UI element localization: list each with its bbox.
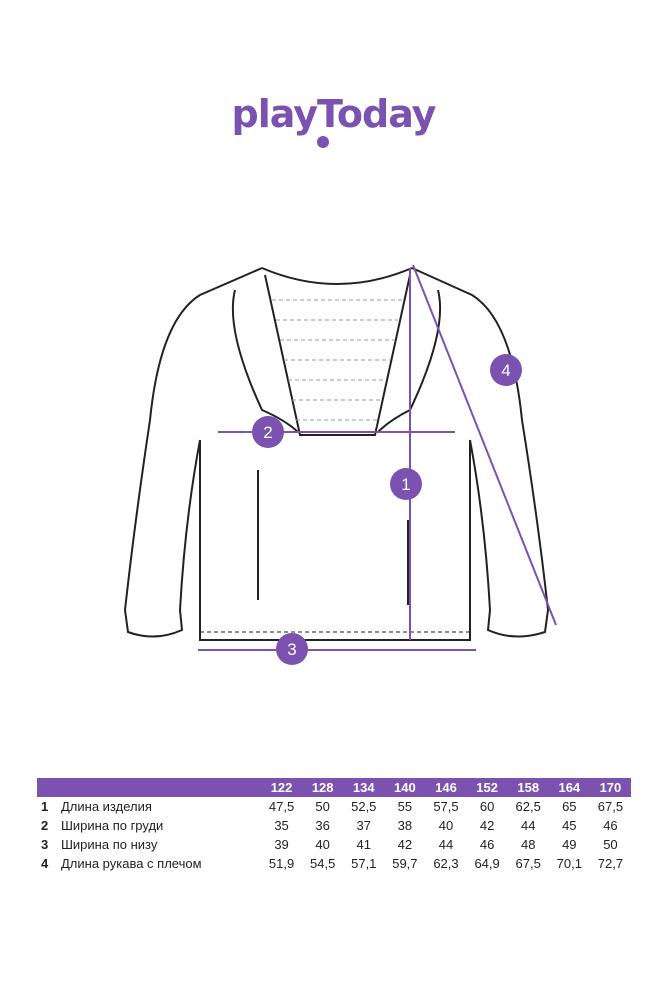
row-number: 4	[41, 856, 49, 871]
table-cell: 36	[315, 818, 330, 833]
table-row: 1 Длина изделия 47,5 50 52,5 55 57,5 60 62,5 65 67…	[37, 797, 631, 816]
measure-line-4	[412, 264, 557, 626]
marker-1	[390, 468, 422, 500]
table-cell: 62,3	[433, 856, 459, 871]
marker-3	[276, 633, 308, 665]
marker-label-1: 1	[401, 475, 410, 494]
table-cell: 46	[479, 837, 495, 852]
size-header: 134	[352, 780, 375, 795]
table-row: 3 Ширина по низу 39 40 41 42 44 46 48 49 50	[37, 835, 631, 854]
table-cell: 62,5	[515, 799, 541, 814]
brand-logo: playToday	[231, 92, 437, 136]
table-cell: 51,9	[268, 856, 295, 871]
row-label: Длина изделия	[61, 799, 152, 814]
table-cell: 44	[520, 818, 536, 833]
size-header: 158	[517, 780, 540, 795]
table-cell: 60	[479, 799, 495, 814]
table-cell: 40	[438, 818, 454, 833]
table-cell: 37	[356, 818, 371, 833]
table-cell: 50	[315, 799, 330, 814]
marker-label-2: 2	[263, 423, 272, 442]
table-row: 4 Длина рукава с плечом 51,9 54,5 57,1 59,7 62…	[37, 854, 631, 873]
table-row: 2 Ширина по груди 35 36 37 38 40 42 44 45 46	[37, 816, 631, 835]
measure-markers	[252, 354, 522, 665]
blouse-outline	[123, 267, 550, 641]
table-cell: 35	[274, 818, 289, 833]
table-cell: 42	[397, 837, 413, 852]
size-header: 164	[558, 780, 581, 795]
table-cell: 67,5	[597, 799, 624, 814]
size-header: 146	[435, 780, 457, 795]
table-cell: 38	[397, 818, 413, 833]
table-cell: 65	[562, 799, 577, 814]
header-spacer	[37, 778, 261, 797]
table-cell: 40	[315, 837, 330, 852]
logo-dot	[317, 136, 329, 148]
row-label: Ширина по низу	[61, 837, 158, 852]
table-cell: 57,5	[433, 799, 459, 814]
table-cell: 50	[603, 837, 618, 852]
row-label: Ширина по груди	[61, 818, 164, 833]
size-header: 128	[311, 780, 334, 795]
table-cell: 47,5	[268, 799, 295, 814]
size-header: 122	[270, 780, 293, 795]
size-header-row: 122 128 134 140 146 152 158 164 170	[37, 778, 631, 797]
table-cell: 45	[562, 818, 577, 833]
measurement-lines	[198, 264, 557, 651]
table-cell: 67,5	[515, 856, 541, 871]
table-cell: 70,1	[556, 856, 582, 871]
size-header: 170	[599, 780, 622, 795]
marker-label-3: 3	[287, 640, 296, 659]
size-header: 140	[394, 780, 416, 795]
table-cell: 55	[397, 799, 413, 814]
row-number: 3	[41, 837, 49, 852]
table-cell: 49	[562, 837, 577, 852]
table-cell: 52,5	[351, 799, 377, 814]
table-cell: 48	[520, 837, 536, 852]
bib-stitching	[272, 299, 402, 421]
table-cell: 72,7	[597, 856, 624, 871]
table-cell: 42	[479, 818, 495, 833]
garment-diagram: 1 2 3 4	[123, 264, 557, 665]
table-cell: 39	[274, 837, 289, 852]
marker-4	[490, 354, 522, 386]
table-cell: 57,1	[351, 856, 377, 871]
size-header: 152	[476, 780, 498, 795]
table-cell: 59,7	[392, 856, 418, 871]
table-cell: 54,5	[310, 856, 336, 871]
table-cell: 44	[438, 837, 454, 852]
row-number: 2	[41, 818, 49, 833]
table-cell: 41	[356, 837, 371, 852]
marker-label-4: 4	[501, 361, 510, 380]
table-cell: 46	[603, 818, 618, 833]
marker-2	[252, 416, 284, 448]
table-cell: 64,9	[474, 856, 500, 871]
row-number: 1	[41, 799, 49, 814]
row-label: Длина рукава с плечом	[61, 856, 202, 871]
